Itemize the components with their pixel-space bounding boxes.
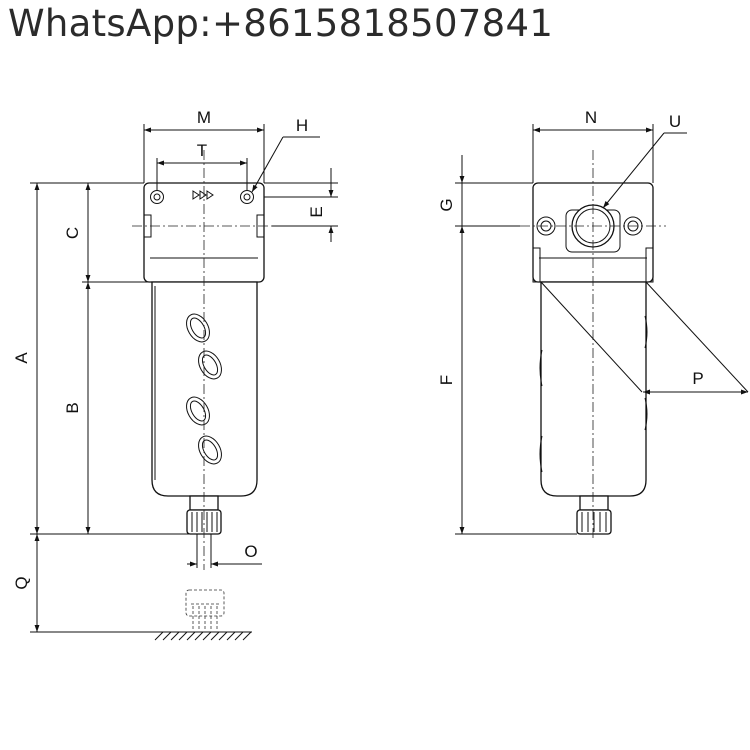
label-H: H bbox=[296, 116, 308, 135]
label-E: E bbox=[307, 206, 326, 217]
front-drain-valve bbox=[186, 495, 222, 568]
front-bowl bbox=[151, 281, 258, 497]
label-F: F bbox=[437, 375, 456, 385]
label-B: B bbox=[63, 402, 82, 413]
flow-direction-icon bbox=[192, 190, 214, 200]
label-M: M bbox=[197, 108, 211, 127]
floor-reference bbox=[152, 631, 252, 641]
removed-bowl-ghost bbox=[185, 589, 225, 630]
front-mounting-hole-left bbox=[150, 190, 164, 204]
dimension-labels: M T H C E A B O Q N U G F P bbox=[12, 108, 704, 590]
side-bowl bbox=[540, 281, 647, 497]
label-P: P bbox=[692, 369, 703, 388]
label-C: C bbox=[63, 227, 82, 239]
front-mounting-hole-right bbox=[240, 190, 254, 204]
label-N: N bbox=[585, 108, 597, 127]
side-drain-valve bbox=[576, 495, 612, 535]
side-view bbox=[455, 124, 749, 540]
sight-window-ovals bbox=[186, 313, 222, 465]
label-T: T bbox=[197, 141, 207, 160]
whatsapp-contact-header: WhatsApp:+8615818507841 bbox=[8, 2, 554, 45]
label-O: O bbox=[244, 542, 257, 561]
side-mounting-hole-left bbox=[536, 216, 556, 236]
label-Q: Q bbox=[12, 576, 31, 589]
label-U: U bbox=[669, 112, 681, 131]
label-G: G bbox=[437, 198, 456, 211]
front-view bbox=[30, 124, 338, 641]
label-A: A bbox=[12, 352, 31, 364]
